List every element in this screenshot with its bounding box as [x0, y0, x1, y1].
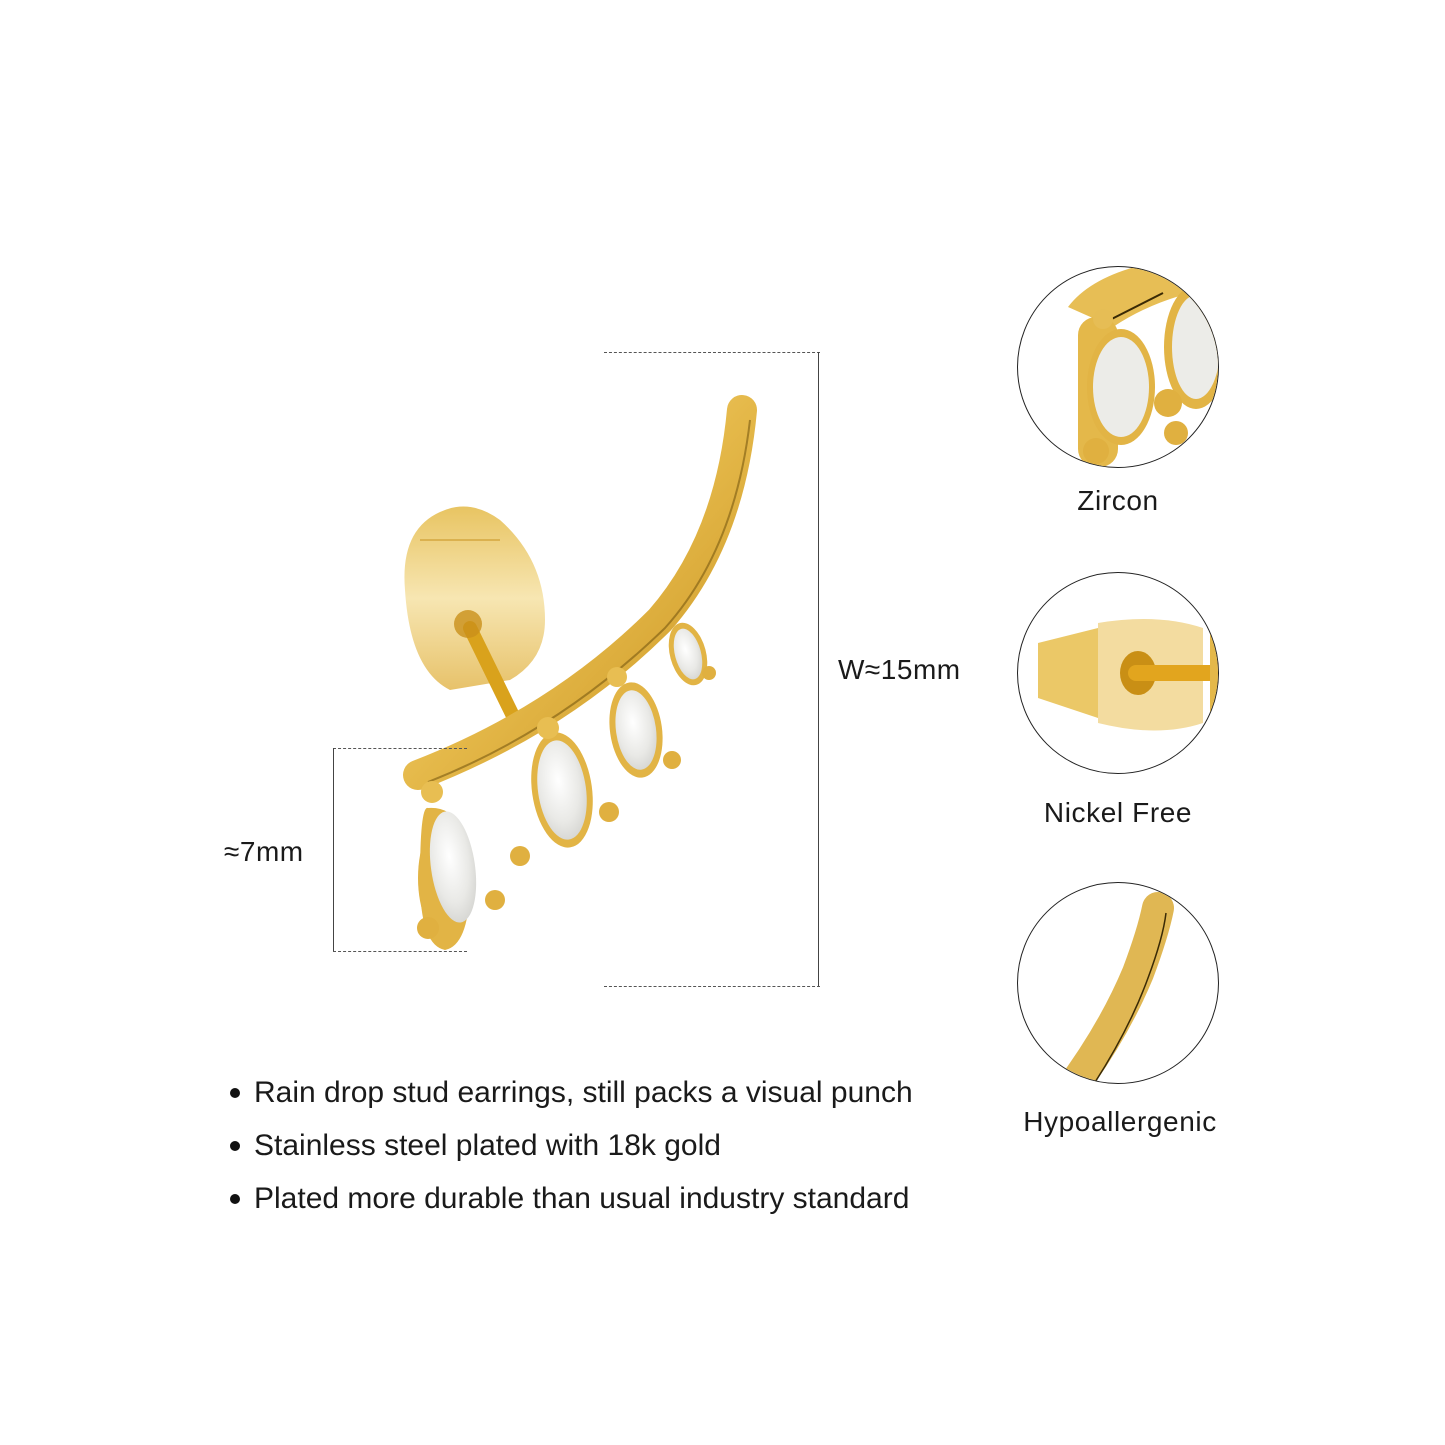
height-dim-top-dash	[333, 748, 467, 749]
bullet-dot-icon	[230, 1140, 240, 1151]
width-dim-label: W≈15mm	[838, 654, 961, 685]
bullet-text: Rain drop stud earrings, still packs a v…	[254, 1076, 913, 1109]
width-dim-top-dash	[604, 352, 820, 353]
height-dim-vertical-line	[333, 748, 334, 951]
gold-bar-closeup-icon	[1017, 882, 1219, 1084]
earring-back-closeup-icon	[1017, 572, 1219, 774]
bullet-text: Stainless steel plated with 18k gold	[254, 1129, 721, 1162]
height-dim-label: ≈7mm	[224, 836, 304, 867]
bullet-text: Plated more durable than usual industry …	[254, 1182, 910, 1215]
feature-bullet-list: Rain drop stud earrings, still packs a v…	[230, 1066, 913, 1225]
bullet-dot-icon	[230, 1087, 240, 1098]
bullet-dot-icon	[230, 1193, 240, 1204]
feature-label-hypoallergenic: Hypoallergenic	[1023, 1106, 1217, 1137]
earring-illustration-icon	[403, 395, 757, 950]
zircon-closeup-icon	[1017, 266, 1219, 468]
height-dim-bottom-dash	[333, 951, 467, 952]
feature-label-zircon: Zircon	[1077, 485, 1159, 516]
earring-image	[380, 380, 800, 980]
width-dim-vertical-line	[818, 352, 819, 986]
feature-label-nickel-free: Nickel Free	[1043, 797, 1193, 828]
bullet-item: Stainless steel plated with 18k gold	[230, 1119, 913, 1172]
width-dim-bottom-dash	[604, 986, 820, 987]
bullet-item: Plated more durable than usual industry …	[230, 1172, 913, 1225]
bullet-item: Rain drop stud earrings, still packs a v…	[230, 1066, 913, 1119]
